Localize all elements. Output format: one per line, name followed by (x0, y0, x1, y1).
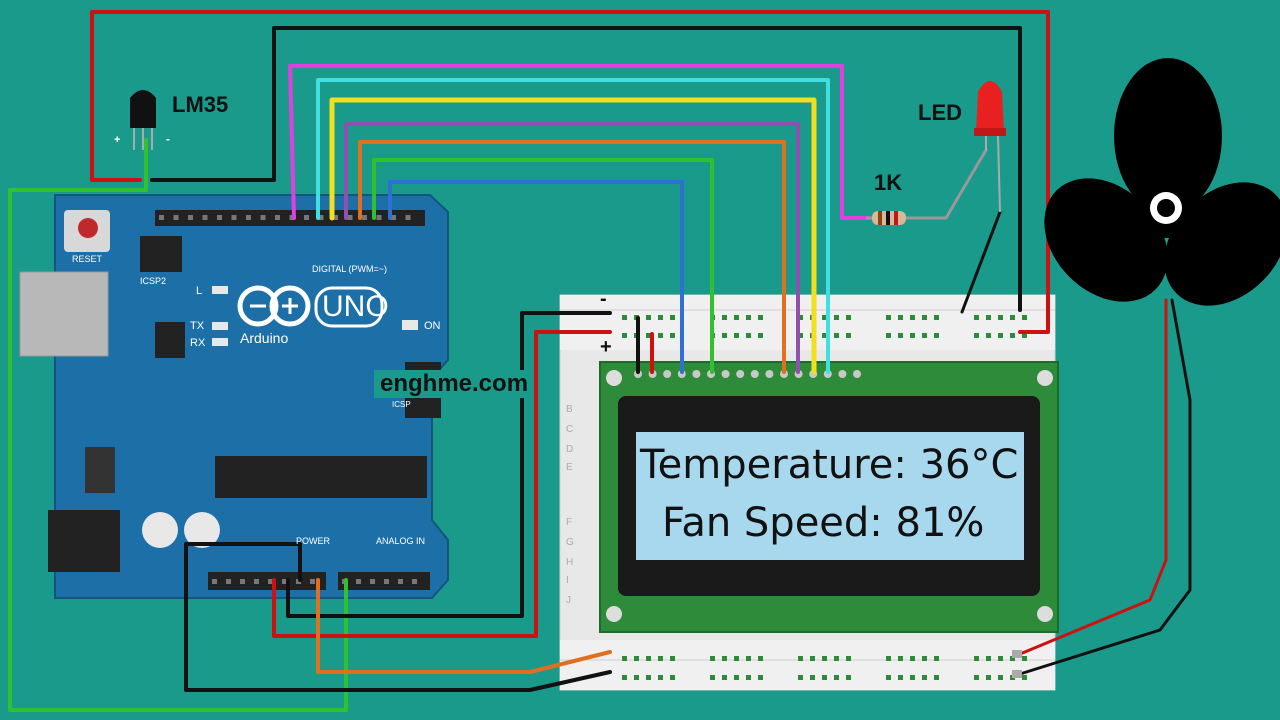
wire-cyan (316, 78, 830, 374)
analog-label: ANALOG IN (376, 536, 426, 546)
resistor-1k (866, 211, 910, 225)
wire-black-gnd (184, 542, 612, 692)
l-led-label: L (196, 285, 203, 297)
svg-text:F: F (566, 517, 572, 528)
svg-text:B: B (566, 404, 573, 415)
svg-text:D: D (566, 444, 573, 455)
voltage-regulator (85, 447, 115, 493)
wire-fan-red (1018, 298, 1168, 656)
rail-plus-label: + (600, 336, 612, 358)
on-led (402, 320, 418, 330)
svg-text:G: G (566, 537, 574, 548)
led-label: LED (918, 100, 962, 125)
lcd-module (599, 361, 1059, 633)
svg-text:J: J (566, 595, 571, 606)
wires (8, 10, 1192, 712)
wire-purple (344, 122, 800, 374)
lcd-line-1: Temperature: 36°C (640, 442, 1019, 488)
lcd-line-2: Fan Speed: 81% (662, 500, 985, 546)
capacitor-1 (142, 512, 178, 548)
wire-orange-fan (316, 578, 612, 674)
capacitor-2 (184, 512, 220, 548)
rx-label: RX (190, 337, 206, 349)
wire-black-top (150, 26, 1022, 312)
wire-resistor-led (904, 148, 988, 220)
reset-label: RESET (72, 254, 103, 264)
watermark: enghme.com (374, 370, 535, 398)
svg-text:I: I (566, 575, 569, 586)
tx-label: TX (190, 320, 205, 332)
wire-led-black (960, 210, 1002, 314)
svg-text:E: E (566, 462, 573, 473)
arduino-logo-icon (237, 285, 311, 327)
usb-port (19, 271, 109, 357)
icsp-label: ICSP (392, 400, 411, 409)
uno-label: UNO (322, 290, 389, 323)
lm35-label: LM35 (172, 92, 229, 117)
power-label: POWER (296, 536, 331, 546)
sensor-plus-label: + (114, 134, 121, 146)
svg-text:C: C (566, 424, 573, 435)
icsp2-label: ICSP2 (140, 276, 167, 286)
wire-yellow (329, 97, 817, 375)
power-header (208, 572, 326, 590)
wire-fan-black (1018, 298, 1192, 676)
wire-blue (388, 180, 684, 374)
wire-red-top (90, 10, 1050, 334)
wire-orange-top (358, 140, 786, 374)
on-label: ON (424, 320, 441, 332)
lm35-sensor (130, 90, 156, 150)
wire-red-rail (272, 330, 612, 638)
power-jack (48, 510, 120, 572)
atmega16u2-chip (155, 322, 185, 358)
atmega328-chip (215, 456, 427, 498)
fan-icon (1044, 58, 1280, 306)
arduino-brand-label: Arduino (240, 330, 289, 346)
icsp2-header (140, 236, 182, 272)
wire-black-rail (286, 311, 612, 618)
rail-minus-label: - (600, 288, 607, 310)
wire-magenta (288, 64, 872, 220)
resistor-label: 1K (874, 170, 903, 195)
wire-green-data (372, 158, 714, 374)
red-led (974, 81, 1006, 213)
svg-text:H: H (566, 557, 573, 568)
sensor-minus-label: - (166, 132, 170, 146)
digital-label: DIGITAL (PWM=~) (312, 264, 388, 274)
